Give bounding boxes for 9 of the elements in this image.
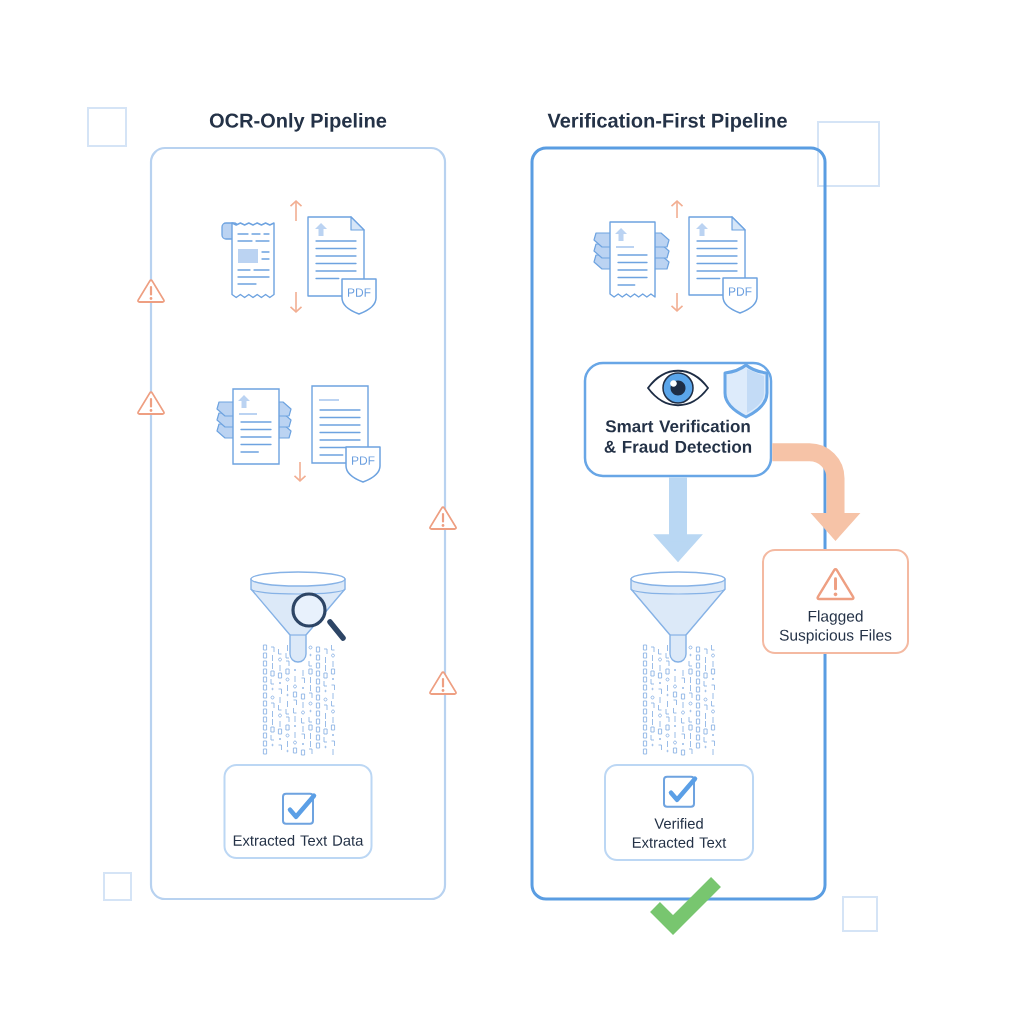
pdf-badge: PDF: [341, 278, 377, 315]
result-box: Extracted Text Data: [223, 764, 373, 859]
pdf-badge: PDF: [345, 446, 381, 483]
funnel: [630, 571, 726, 663]
panel-title: Verification-First Pipeline: [547, 113, 787, 132]
alert-box: Flagged Suspicious Files: [762, 549, 909, 654]
pdf-badge: PDF: [722, 277, 758, 314]
result-box: Verified Extracted Text: [604, 764, 754, 861]
panel-title: OCR-Only Pipeline: [209, 113, 387, 132]
